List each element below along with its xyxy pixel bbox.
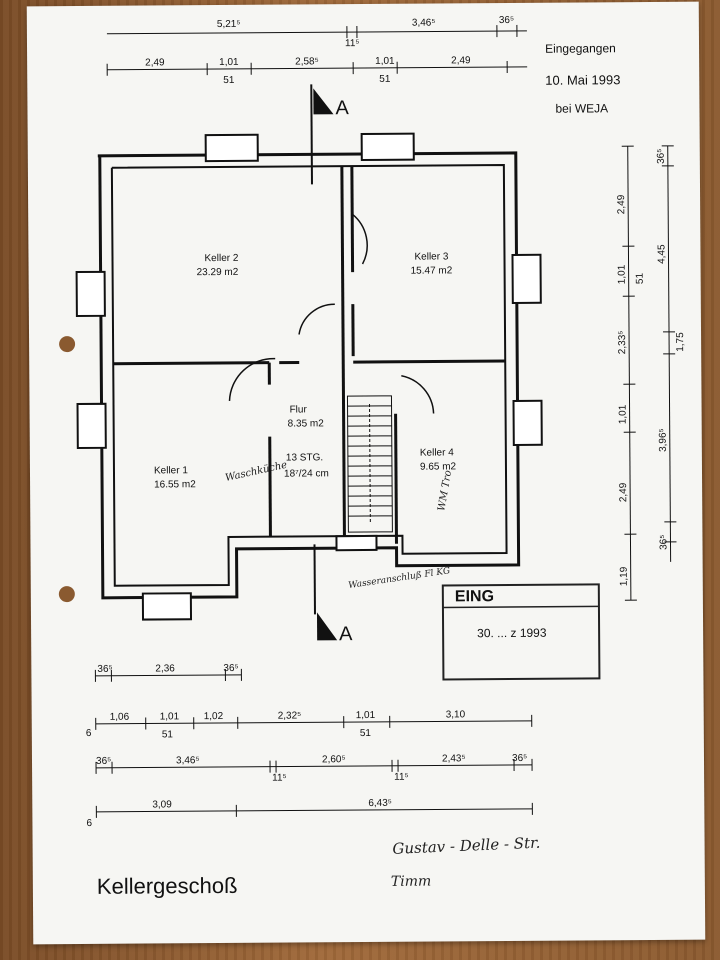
bottom-dim-4: 1,06 [110, 712, 130, 723]
svg-text:30. ... z 1993: 30. ... z 1993 [477, 626, 547, 640]
right-dim-4: 2,33⁵ [617, 331, 628, 355]
bottom-dim-19: 3,09 [152, 799, 172, 810]
right-dim-11: 36⁵ [656, 149, 667, 164]
svg-text:EING: EING [455, 588, 494, 605]
bottom-dim-11: 51 [360, 728, 372, 739]
note-waschkueche: Waschküche [224, 460, 288, 484]
right-dim-8: 4,45 [656, 244, 667, 264]
bottom-dim-16: 36⁵ [512, 753, 527, 764]
windows [75, 132, 543, 621]
room-flur-name: Flur [290, 404, 308, 415]
bottom-dim-12: 36⁵ [96, 756, 111, 767]
right-dim-9: 1,75 [675, 332, 686, 352]
staircase [346, 395, 393, 533]
top-dimension-lines [106, 24, 528, 76]
top-dim-6: 1,01 [219, 57, 239, 68]
room-keller-4-name: Keller 4 [420, 447, 454, 458]
floor-plan-drawing: 5,21⁵ 3,46⁵ 36⁵ 11⁵ 2,49 1,01 2,58⁵ 1,01… [75, 15, 686, 899]
svg-text:A: A [339, 623, 353, 645]
top-dim-1: 5,21⁵ [217, 19, 241, 30]
top-dim-3: 36⁵ [499, 15, 514, 26]
svg-text:A: A [335, 97, 349, 119]
right-dim-2: 1,01 [617, 264, 628, 284]
top-dim-8: 1,01 [375, 56, 395, 67]
bottom-dim-14: 2,60⁵ [322, 754, 346, 765]
bottom-dim-9: 3,10 [446, 709, 466, 720]
top-dim-2: 3,46⁵ [412, 18, 436, 29]
bottom-dim-5: 1,01 [160, 711, 180, 722]
right-dim-5: 1,01 [618, 404, 629, 424]
received-stamp: EING 30. ... z 1993 [441, 583, 601, 681]
room-keller-3-area: 15.47 m2 [411, 265, 453, 276]
stairs-label: 13 STG. [286, 452, 323, 463]
bottom-dim-10: 51 [162, 729, 174, 740]
right-dim-7: 1,19 [619, 566, 630, 586]
bottom-dim-20: 6,43⁵ [368, 798, 392, 809]
bottom-dimension-lines [94, 668, 533, 818]
handwritten-name: Timm [391, 874, 431, 890]
top-dim-7: 2,58⁵ [295, 56, 319, 67]
bottom-dim-13: 3,46⁵ [176, 755, 200, 766]
interior-walls [113, 166, 506, 545]
top-dim-4: 11⁵ [345, 38, 360, 49]
top-dim-5: 2,49 [145, 57, 165, 68]
bottom-mark-1: 6 [86, 728, 92, 739]
room-keller-2-name: Keller 2 [204, 253, 238, 264]
room-keller-4-area: 9.65 m2 [420, 461, 457, 472]
right-dim-12: 36⁵ [658, 535, 669, 550]
plan-title: Kellergeschoß [97, 873, 238, 899]
room-keller-1-area: 16.55 m2 [154, 479, 196, 490]
receipt-line-2: 10. Mai 1993 [545, 72, 620, 88]
bottom-dim-8: 1,01 [356, 710, 376, 721]
right-dimension-lines [621, 145, 677, 601]
top-dim-11: 51 [379, 74, 391, 85]
section-marker-bottom: A [313, 544, 353, 645]
top-dim-10: 51 [223, 75, 235, 86]
section-marker-top: A [310, 84, 350, 185]
note-wm-tro: WM Tro [436, 470, 454, 512]
receipt-line-3: bei WEJA [555, 101, 608, 115]
bottom-dim-2: 2,36 [155, 663, 175, 674]
floor-plan-sheet: 5,21⁵ 3,46⁵ 36⁵ 11⁵ 2,49 1,01 2,58⁵ 1,01… [26, 1, 706, 945]
right-dim-10: 3,96⁵ [658, 428, 669, 452]
bottom-dim-7: 2,32⁵ [278, 710, 302, 721]
bottom-mark-2: 6 [86, 818, 92, 829]
bottom-dim-18: 11⁵ [394, 772, 409, 783]
handwritten-address: Gustav - Delle - Str. [392, 834, 541, 858]
bottom-dim-6: 1,02 [204, 711, 224, 722]
bottom-dim-3: 36⁵ [223, 663, 238, 674]
bottom-dim-17: 11⁵ [272, 773, 287, 784]
top-dim-9: 2,49 [451, 55, 471, 66]
room-keller-1-name: Keller 1 [154, 465, 188, 476]
outer-walls [97, 151, 521, 600]
room-keller-2-area: 23.29 m2 [197, 267, 239, 278]
room-flur-area: 8.35 m2 [288, 418, 325, 429]
right-dim-3: 51 [635, 272, 646, 284]
receipt-line-1: Eingegangen [545, 41, 616, 55]
room-keller-3-name: Keller 3 [414, 251, 448, 262]
bottom-dim-1: 36⁵ [97, 664, 112, 675]
note-stairs: Wasseranschluß Fl KG [348, 566, 451, 591]
stairs-dimension: 18⁷/24 cm [284, 468, 329, 479]
bottom-dim-15: 2,43⁵ [442, 753, 466, 764]
door-swings [228, 213, 435, 414]
right-dim-6: 2,49 [618, 482, 629, 502]
right-dim-1: 2,49 [616, 194, 627, 214]
